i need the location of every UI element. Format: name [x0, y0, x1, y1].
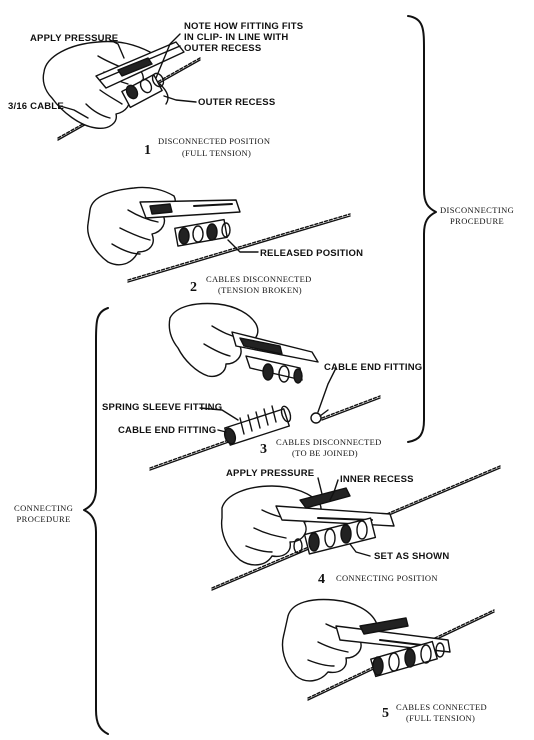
step-4-apply-pressure-label: APPLY PRESSURE: [226, 468, 315, 479]
step-1-note-line-1: NOTE HOW FITTING FITS: [184, 21, 304, 32]
step-5-illustration: [283, 600, 495, 700]
step-1-apply-pressure-label: APPLY PRESSURE: [30, 33, 119, 44]
step-5-caption-line-1: CABLES CONNECTED: [396, 702, 487, 712]
disconnecting-procedure-label: DISCONNECTING PROCEDURE: [440, 205, 514, 227]
connecting-procedure-line-2: PROCEDURE: [16, 514, 71, 524]
step-3-spring-sleeve-fitting-label: SPRING SLEEVE FITTING: [102, 402, 223, 413]
step-2-caption-line-1: CABLES DISCONNECTED: [206, 274, 312, 284]
step-3-illustration: [150, 304, 380, 470]
step-3-caption-line-1: CABLES DISCONNECTED: [276, 437, 382, 447]
step-1-cable-size-label: 3/16 CABLE: [8, 101, 64, 112]
step-2-illustration: [88, 187, 350, 282]
disconnecting-brace: [408, 16, 436, 442]
step-3-cable-end-fitting-left-label: CABLE END FITTING: [118, 425, 217, 436]
disconnecting-procedure-line-2: PROCEDURE: [450, 216, 505, 226]
step-4-inner-recess-label: INNER RECESS: [340, 474, 414, 485]
step-1-note-line-3: OUTER RECESS: [184, 43, 262, 54]
step-4-set-as-shown-label: SET AS SHOWN: [374, 551, 450, 562]
step-4-number: 4: [318, 572, 325, 587]
step-2-number: 2: [190, 280, 197, 295]
step-5-number: 5: [382, 706, 389, 721]
step-3-caption-line-2: (TO BE JOINED): [292, 448, 358, 458]
step-1-caption-line-2: (FULL TENSION): [182, 148, 252, 158]
disconnecting-procedure-line-1: DISCONNECTING: [440, 205, 515, 215]
connecting-procedure-line-1: CONNECTING: [14, 503, 74, 513]
step-2-released-position-label: RELEASED POSITION: [260, 248, 364, 259]
step-1-caption-line-1: DISCONNECTED POSITION: [158, 136, 271, 146]
step-3-number: 3: [260, 442, 267, 457]
step-4-caption-line-1: CONNECTING POSITION: [336, 573, 438, 583]
step-2-caption-line-2: (TENSION BROKEN): [218, 285, 302, 295]
step-1-outer-recess-label: OUTER RECESS: [198, 97, 276, 108]
connecting-procedure-label: CONNECTING PROCEDURE: [14, 503, 73, 525]
step-1-note-line-2: IN CLIP- IN LINE WITH: [184, 32, 289, 43]
step-3-cable-end-fitting-right-label: CABLE END FITTING: [324, 362, 423, 373]
step-1-number: 1: [144, 143, 151, 158]
step-5-caption-line-2: (FULL TENSION): [406, 713, 476, 723]
step-4-illustration: [212, 466, 500, 590]
step-1-illustration: [43, 34, 200, 140]
connecting-brace: [84, 308, 108, 734]
